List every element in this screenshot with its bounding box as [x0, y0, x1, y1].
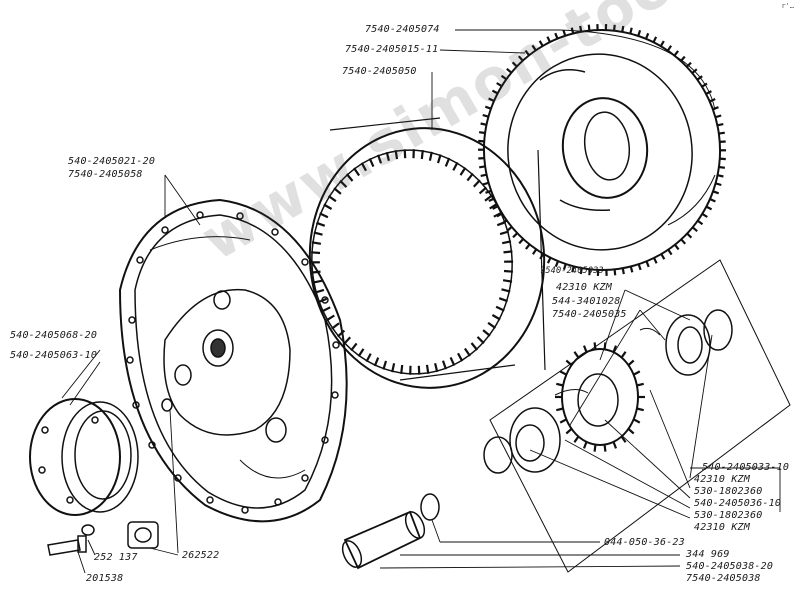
- label-7540-2405074: 7540-2405074: [365, 24, 440, 35]
- end-cover-drawing: [29, 398, 139, 516]
- label-42310-kzm-top: 42310 KZM: [556, 282, 612, 293]
- fasteners-drawing: [47, 398, 173, 556]
- label-7540-2405035: 7540-2405035: [552, 309, 627, 320]
- label-7540-2405038: 7540-2405038: [686, 573, 761, 584]
- label-201538: 201538: [86, 573, 124, 584]
- shaft-pin-drawing: [341, 493, 440, 570]
- label-530-1802360-a: 530-1802360: [694, 486, 763, 497]
- label-540-2405021-20: 540-2405021-20: [68, 156, 156, 167]
- label-344969: 344 969: [686, 549, 730, 560]
- label-540-2405038-20: 540-2405038-20: [686, 561, 774, 572]
- label-42310-kzm-bottom: 42310 KZM: [694, 522, 750, 533]
- label-262522: 262522: [182, 550, 220, 561]
- label-044-050-36-23: 044-050-36-23: [604, 537, 685, 548]
- label-540-2405068-20: 540-2405068-20: [10, 330, 98, 341]
- label-540-2405036-10: 540-2405036-10: [694, 498, 782, 509]
- carrier-plate-drawing: [118, 198, 348, 523]
- label-7540-2405033: 7540-2405033: [540, 266, 604, 276]
- label-42310-kzm-mid: 42310 KZM: [694, 474, 750, 485]
- label-540-2405033-10: 540-2405033-10: [702, 462, 790, 473]
- label-252137: 252 137: [94, 552, 138, 563]
- ring-gear-drawing: [308, 117, 546, 389]
- label-530-1802360-b: 530-1802360: [694, 510, 763, 521]
- crown-gear-drawing: [478, 24, 726, 276]
- label-7540-2405015-11: 7540-2405015-11: [345, 44, 439, 55]
- label-544-3401028: 544-3401028: [552, 296, 621, 307]
- label-7540-2405050: 7540-2405050: [342, 66, 417, 77]
- label-540-2405063-10: 540-2405063-10: [10, 350, 98, 361]
- corner-mark: r'…: [781, 2, 794, 10]
- label-7540-2405058: 7540-2405058: [68, 169, 143, 180]
